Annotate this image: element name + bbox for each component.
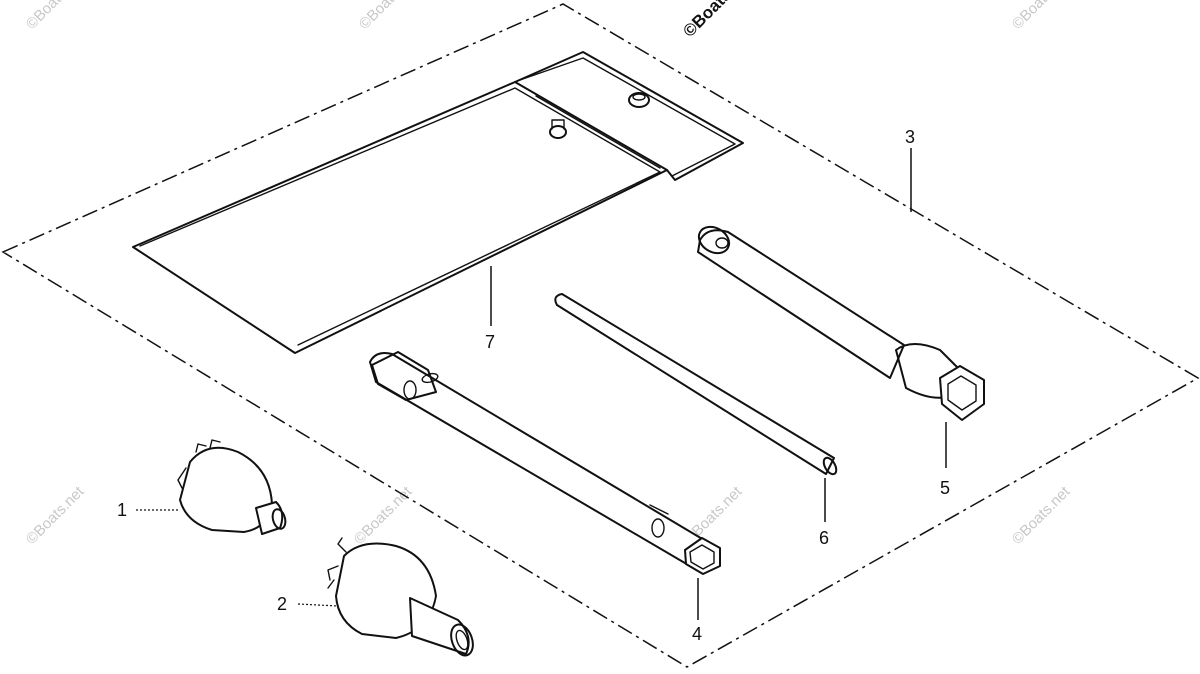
watermark-top-left: ©Boats.net [23,0,88,33]
callout-2: 2 [277,594,287,614]
box-wrench-double [369,351,721,575]
leader-lines [136,148,947,620]
callout-6: 6 [819,528,829,548]
box-wrench-large [697,225,985,421]
watermark-top-right: ©Boats.net [1009,0,1074,33]
callouts: 1 2 3 4 5 6 7 [117,127,950,644]
tool-pouch [132,51,744,354]
watermark-top-center: ©Boats.net [679,0,756,41]
tommy-bar [554,293,838,476]
callout-1: 1 [117,500,127,520]
watermark-mid-center-left: ©Boats.net [351,483,416,548]
callout-7: 7 [485,332,495,352]
callout-5: 5 [940,478,950,498]
tool-bag-outline [1,3,1200,668]
callout-3: 3 [905,127,915,147]
fitting-small [177,439,287,535]
watermark-mid-left: ©Boats.net [23,483,88,548]
leader-2 [297,603,339,607]
watermark-mid-right: ©Boats.net [1009,483,1074,548]
watermark-top-mid: ©Boats.net [356,0,421,33]
callout-4: 4 [692,624,702,644]
fitting-large [327,537,474,657]
